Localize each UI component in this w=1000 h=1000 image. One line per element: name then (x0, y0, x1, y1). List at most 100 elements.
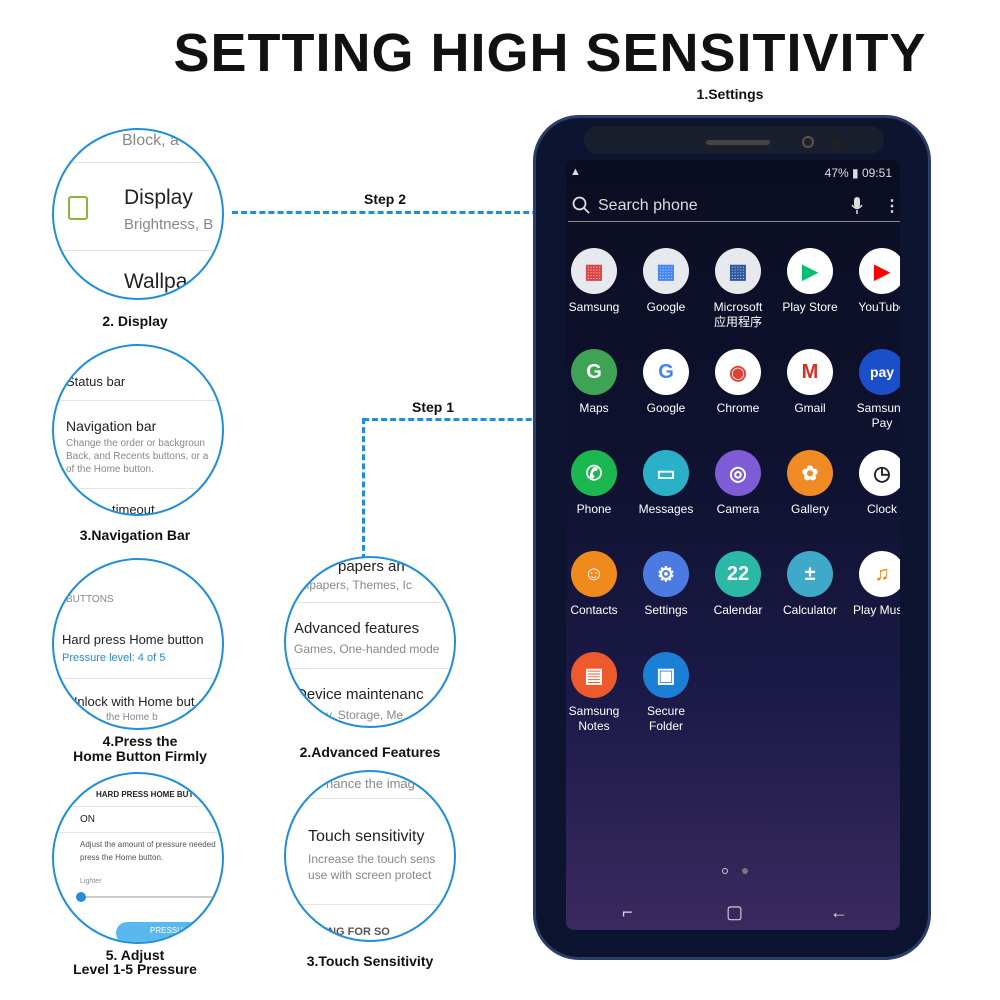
navigation-desc-2: Back, and Recents buttons, or a (66, 451, 209, 462)
app-label: Google (646, 300, 686, 314)
app-glyph-icon: pay (859, 349, 900, 395)
hard-press-home-item: Hard press Home button (62, 632, 204, 647)
label-navigation-bar: 3.Navigation Bar (79, 527, 191, 543)
navigation-bar: ⌐ ▢ ← (566, 902, 900, 926)
label-adjust-2: Level 1-5 Pressure (73, 961, 197, 977)
status-right: 47% ▮ 09:51 (824, 166, 892, 180)
app-glyph-icon: ▤ (571, 652, 617, 698)
app-icon[interactable]: ✆ Phone (566, 450, 630, 517)
app-glyph-icon: ▦ (715, 248, 761, 294)
zoom-circle-advanced: papers an llpapers, Themes, Ic Advanced … (284, 556, 456, 728)
display-title: Display (124, 186, 193, 209)
front-camera (802, 136, 814, 148)
app-label: Messages (638, 502, 694, 516)
app-glyph-icon: ✆ (571, 450, 617, 496)
navigation-desc-1: Change the order or backgroun (66, 438, 205, 449)
display-prev-item: Block, a (122, 132, 179, 149)
wallpaper-item: Wallpa (124, 270, 188, 293)
app-icon[interactable]: ▶ YouTube (846, 248, 900, 315)
app-icon[interactable]: paySamsung Pay (846, 349, 900, 431)
app-icon[interactable]: ◷ Clock (846, 450, 900, 517)
recents-icon[interactable]: ⌐ (622, 902, 633, 922)
pressure-desc-2: press the Home button. (80, 853, 164, 862)
app-icon[interactable]: ◎Camera (702, 450, 774, 517)
label-press-home-2: Home Button Firmly (73, 748, 207, 764)
app-label: Maps (579, 401, 609, 415)
display-icon (68, 196, 88, 220)
unlock-home-item: Unlock with Home but (68, 694, 195, 709)
app-icon[interactable]: ▭Messages (630, 450, 702, 517)
status-bar: ▲ 47% ▮ 09:51 (566, 164, 900, 182)
app-glyph-icon: ♫ (859, 551, 900, 597)
search-input[interactable]: Search phone (598, 197, 698, 214)
app-icon[interactable]: ✿Gallery (774, 450, 846, 517)
app-glyph-icon: ◷ (859, 450, 900, 496)
app-label: Camera (716, 502, 760, 516)
app-icon[interactable]: ⚙Settings (630, 551, 702, 618)
app-icon[interactable]: ▦Samsung (566, 248, 630, 315)
app-label: Clock (866, 502, 897, 516)
pressure-button[interactable]: PRESSU (116, 922, 212, 942)
app-glyph-icon: 22 (715, 551, 761, 597)
sensor (832, 138, 840, 146)
app-icon[interactable]: ▦ Microsoft 应用程序 (702, 248, 774, 330)
search-bar[interactable]: Search phone ⋮ (568, 192, 900, 222)
lighter-label: Lighter (80, 878, 102, 885)
microphone-icon[interactable] (850, 196, 864, 216)
home-icon[interactable]: ▢ (726, 902, 744, 922)
label-touch-sensitivity: 3.Touch Sensitivity (306, 953, 434, 969)
device-maintenance-item: Device maintenanc (296, 686, 424, 703)
app-icon[interactable]: ±Calculator (774, 551, 846, 618)
label-display: 2. Display (102, 313, 168, 329)
status-notification-icon: ▲ (570, 166, 581, 178)
search-icon (572, 196, 590, 214)
more-options-icon[interactable]: ⋮ (884, 198, 900, 215)
label-adjust-1: 5. Adjust (105, 947, 165, 963)
app-icon[interactable]: ▦Google (630, 248, 702, 315)
pressure-slider-thumb[interactable] (76, 892, 86, 902)
app-icon[interactable]: ◉Chrome (702, 349, 774, 416)
pressure-button-label: PRESSU (150, 926, 183, 935)
app-glyph-icon: ▶ (859, 248, 900, 294)
app-label: Contacts (570, 603, 618, 617)
page-title: SETTING HIGH SENSITIVITY (173, 23, 927, 83)
pressure-desc-1: Adjust the amount of pressure needed (80, 840, 216, 849)
app-label: Phone (576, 502, 612, 516)
advanced-features-item: Advanced features (294, 620, 420, 637)
label-advanced-features: 2.Advanced Features (299, 744, 441, 760)
back-icon[interactable]: ← (830, 902, 848, 922)
app-glyph-icon: ◉ (715, 349, 761, 395)
app-label: YouTube (858, 300, 900, 314)
pressure-slider-track[interactable] (80, 896, 222, 898)
app-icon[interactable]: ☺Contacts (566, 551, 630, 618)
app-icon[interactable]: ▶ Play Store (774, 248, 846, 315)
app-label: Samsung Notes (568, 704, 620, 733)
app-label: Calendar (713, 603, 763, 617)
app-label: Secure Folder (646, 704, 686, 733)
app-glyph-icon: M (787, 349, 833, 395)
app-glyph-icon: ▶ (787, 248, 833, 294)
app-glyph-icon: ✿ (787, 450, 833, 496)
zoom-circle-touch: hance the imag Touch sensitivity Increas… (284, 770, 456, 942)
phone-screen: ▲ 47% ▮ 09:51 Search phone ⋮ ▦Samsung▦Go… (566, 160, 900, 930)
label-press-home-1: 4.Press the (102, 733, 178, 749)
device-maintenance-sub: y, Storage, Me (326, 708, 404, 722)
navigation-bar-item: Navigation bar (66, 418, 157, 434)
advanced-features-sub: Games, One-handed mode (294, 642, 440, 656)
app-icon[interactable]: ▣Secure Folder (630, 652, 702, 734)
zoom-circle-display: Block, a Display Brightness, B Wallpa (52, 128, 224, 300)
app-label: Samsung Pay (856, 401, 900, 430)
app-icon[interactable]: ♫Play Music (846, 551, 900, 618)
app-icon[interactable]: ▤ Samsung Notes (566, 652, 630, 734)
app-glyph-icon: G (643, 349, 689, 395)
zoom-circle-home-button: BUTTONS Hard press Home button Pressure … (52, 558, 224, 730)
app-label: Play Store (782, 300, 838, 314)
label-step-1: Step 1 (411, 399, 454, 415)
app-label: Microsoft 应用程序 (713, 300, 763, 329)
buttons-header: BUTTONS (66, 594, 114, 605)
navigation-desc-3: of the Home button. (66, 464, 154, 475)
